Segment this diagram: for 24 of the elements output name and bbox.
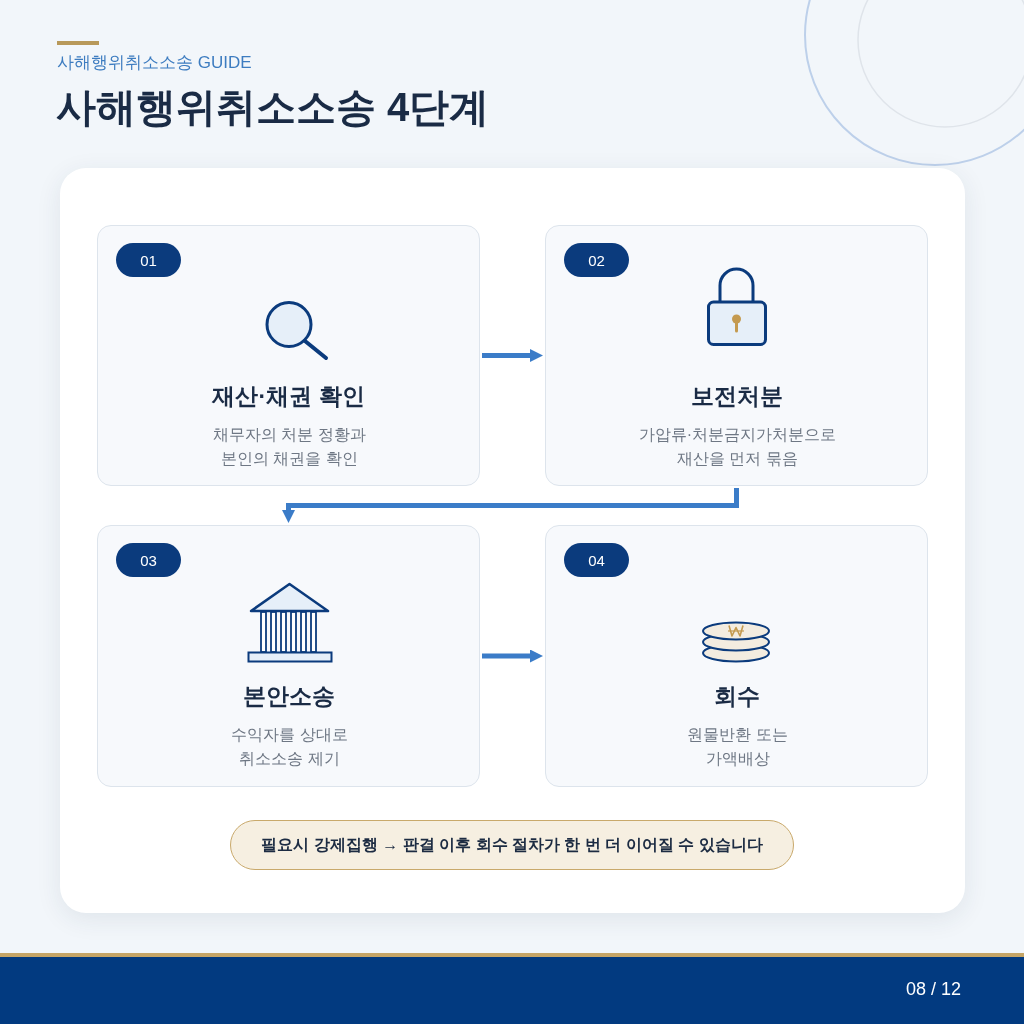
step-card [97,525,480,787]
step-card [97,225,480,486]
panel [60,168,965,913]
eyebrow-text: 사해행위취소소송 GUIDE [57,52,252,74]
number-badge: 03 [116,543,181,577]
step-title: 본안소송 [242,682,335,710]
step-title: 회수 [713,682,760,710]
number-badge: 02 [564,243,629,277]
step-description: 채무자의 처분 정황과 본인의 채권을 확인 [213,426,366,467]
step-card [545,525,928,787]
number-badge: 01 [116,243,181,277]
step-card [545,225,928,486]
number-badge: 04 [564,543,629,577]
arrow [282,488,739,523]
note-banner: 필요시 강제집행 → 판결 이후 회수 절차가 한 번 더 이어질 수 있습니다 [230,820,794,870]
page-number: 08 / 12 [906,978,962,1000]
step-title: 재산·채권 확인 [212,382,365,410]
step-description: 수익자를 상대로 취소소송 제기 [231,726,348,767]
title: 사해행위취소소송 4단계 [56,84,490,131]
arrow [482,349,543,362]
step-description: 원물반환 또는 가액배상 [687,726,788,767]
step-description: 가압류·처분금지가처분으로 재산을 먼저 묶음 [638,426,837,467]
arrow [482,649,543,663]
step-title: 보전처분 [690,382,783,410]
